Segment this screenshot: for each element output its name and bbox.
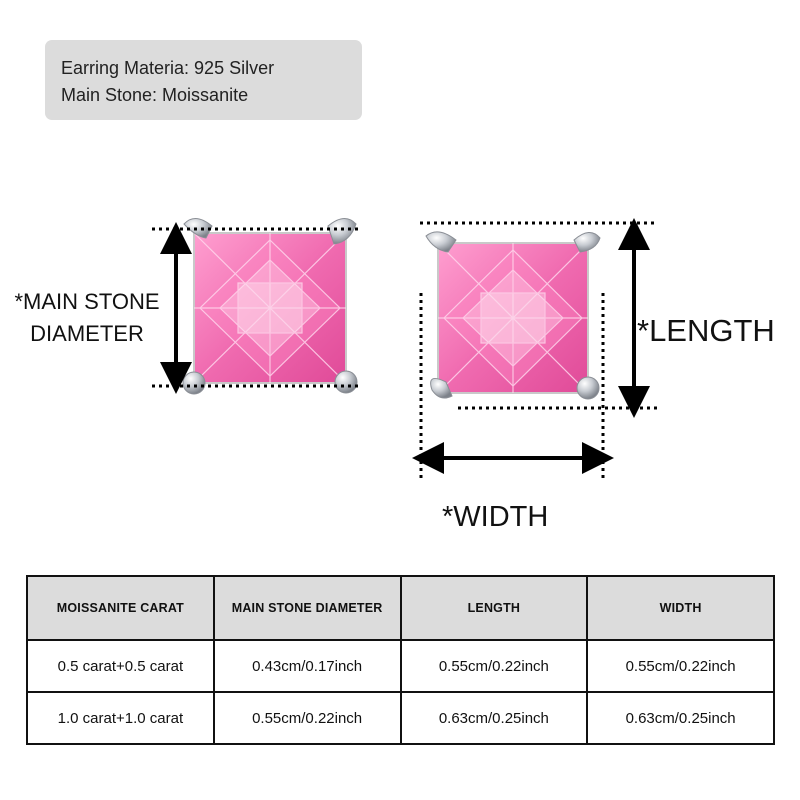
width-label: *WIDTH xyxy=(442,501,549,533)
left-earring xyxy=(152,218,358,395)
material-info-box: Earring Materia: 925 Silver Main Stone: … xyxy=(45,40,362,120)
right-prongs xyxy=(425,231,601,400)
header-length: LENGTH xyxy=(399,575,589,641)
table-row: 0.5 carat+0.5 carat 0.43cm/0.17inch 0.55… xyxy=(26,639,775,693)
size-spec-table: MOISSANITE CARAT MAIN STONE DIAMETER LEN… xyxy=(26,575,775,745)
table-cell: 0.63cm/0.25inch xyxy=(399,691,589,745)
table-cell: 0.43cm/0.17inch xyxy=(212,639,402,693)
main-stone-diameter-label: *MAIN STONE DIAMETER xyxy=(2,286,172,350)
stone-line: Main Stone: Moissanite xyxy=(61,85,249,105)
table-cell: 0.55cm/0.22inch xyxy=(586,639,775,693)
main-stone-label-line1: *MAIN STONE xyxy=(14,289,160,314)
left-stone-facets xyxy=(193,232,347,384)
table-cell: 0.55cm/0.22inch xyxy=(212,691,402,745)
header-width: WIDTH xyxy=(586,575,775,641)
right-earring xyxy=(412,218,660,478)
header-carat: MOISSANITE CARAT xyxy=(26,575,215,641)
material-line: Earring Materia: 925 Silver xyxy=(61,58,275,78)
length-label: *LENGTH xyxy=(637,313,775,348)
table-cell: 0.63cm/0.25inch xyxy=(586,691,775,745)
header-diameter: MAIN STONE DIAMETER xyxy=(212,575,402,641)
right-stone-facets xyxy=(437,242,589,394)
main-stone-label-line2: DIAMETER xyxy=(30,321,144,346)
table-cell: 0.5 carat+0.5 carat xyxy=(26,639,215,693)
table-row: 1.0 carat+1.0 carat 0.55cm/0.22inch 0.63… xyxy=(26,691,775,745)
earring-diagram xyxy=(152,218,660,478)
table-cell: 0.55cm/0.22inch xyxy=(399,639,589,693)
table-header-row: MOISSANITE CARAT MAIN STONE DIAMETER LEN… xyxy=(26,575,775,641)
table-cell: 1.0 carat+1.0 carat xyxy=(26,691,215,745)
left-prongs xyxy=(182,218,358,395)
